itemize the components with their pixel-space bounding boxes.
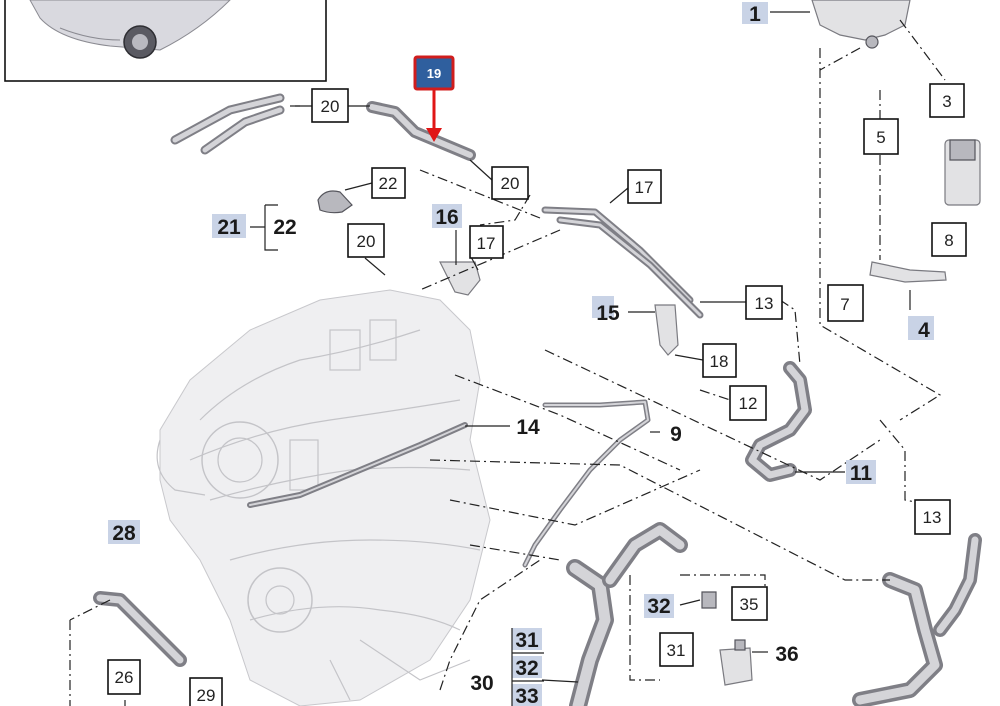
callout-7[interactable]: 7: [827, 284, 864, 322]
callout-label: 11: [850, 462, 873, 485]
callout-label: 32: [647, 595, 670, 618]
callout-label: 4: [918, 319, 930, 342]
callout-15[interactable]: 15: [592, 296, 620, 325]
callout-label: 15: [596, 302, 620, 325]
callout-20-lower[interactable]: 20: [347, 223, 385, 258]
coolant-hoses: [93, 93, 982, 706]
callout-label: 18: [710, 352, 729, 371]
callout-26[interactable]: 26: [107, 659, 141, 695]
callout-20-mid[interactable]: 20: [491, 166, 529, 200]
callout-4[interactable]: 4: [908, 316, 934, 342]
highlight-arrow: [426, 89, 442, 142]
callout-32-right[interactable]: 32: [644, 594, 674, 618]
callout-label: 30: [470, 672, 493, 695]
callout-8[interactable]: 8: [931, 222, 967, 257]
callout-label: 3: [942, 92, 951, 111]
vehicle-thumbnail: [4, 0, 327, 82]
callout-3[interactable]: 3: [929, 83, 965, 118]
callout-12[interactable]: 12: [729, 385, 767, 421]
callout-label: 35: [740, 595, 759, 614]
callout-label: 8: [944, 231, 953, 250]
callout-13-lower[interactable]: 13: [914, 499, 951, 535]
callout-label: 7: [840, 295, 849, 314]
callout-19-highlighted[interactable]: 19: [413, 55, 455, 91]
callout-label: 21: [217, 216, 241, 239]
callout-label: 36: [775, 643, 798, 666]
callout-5[interactable]: 5: [863, 118, 899, 155]
callout-29[interactable]: 29: [189, 677, 223, 706]
callout-22-bold[interactable]: 22: [273, 216, 296, 239]
callout-label: 31: [667, 641, 686, 660]
callout-1[interactable]: 1: [742, 2, 768, 26]
callout-31-32-33-group[interactable]: 31 32 33: [511, 628, 544, 706]
callout-label: 13: [923, 508, 942, 527]
callout-label: 19: [427, 66, 441, 81]
callout-label: 14: [516, 416, 540, 439]
callout-18[interactable]: 18: [702, 343, 737, 378]
callout-label: 20: [357, 232, 376, 251]
callout-label: 32: [515, 657, 538, 680]
callout-label: 29: [197, 686, 216, 705]
callout-31-box[interactable]: 31: [659, 632, 694, 667]
callout-label: 12: [739, 394, 758, 413]
callout-label: 20: [321, 97, 340, 116]
callout-13-upper[interactable]: 13: [745, 285, 783, 320]
callout-label: 31: [515, 629, 539, 652]
callout-20-top[interactable]: 20: [311, 88, 349, 123]
callout-label: 9: [670, 423, 682, 446]
callout-16[interactable]: 16: [432, 204, 462, 229]
callout-35[interactable]: 35: [731, 586, 768, 621]
callout-label: 16: [435, 206, 458, 229]
callout-14[interactable]: 14: [516, 416, 540, 439]
callout-11[interactable]: 11: [846, 460, 876, 485]
callout-17-top[interactable]: 17: [627, 169, 662, 204]
callout-label: 1: [749, 3, 761, 26]
callout-22-box[interactable]: 22: [371, 167, 406, 199]
callout-label: 5: [876, 128, 885, 147]
callout-label: 17: [477, 234, 496, 253]
callout-label: 26: [115, 668, 134, 687]
callout-label: 28: [112, 522, 136, 545]
small-parts: [317, 0, 981, 686]
callout-9[interactable]: 9: [670, 423, 682, 446]
callout-17-lower[interactable]: 17: [469, 225, 504, 259]
callout-label: 22: [379, 174, 398, 193]
callout-label: 13: [755, 294, 774, 313]
callout-label: 17: [635, 178, 654, 197]
callout-30[interactable]: 30: [470, 672, 493, 695]
callout-21[interactable]: 21: [212, 214, 246, 239]
leader-lines: [69, 11, 946, 706]
callout-label: 22: [273, 216, 296, 239]
callout-36[interactable]: 36: [775, 643, 798, 666]
callout-28[interactable]: 28: [108, 520, 140, 545]
callout-label: 20: [501, 174, 520, 193]
callout-label: 33: [515, 685, 538, 706]
engine-block: [156, 289, 491, 706]
